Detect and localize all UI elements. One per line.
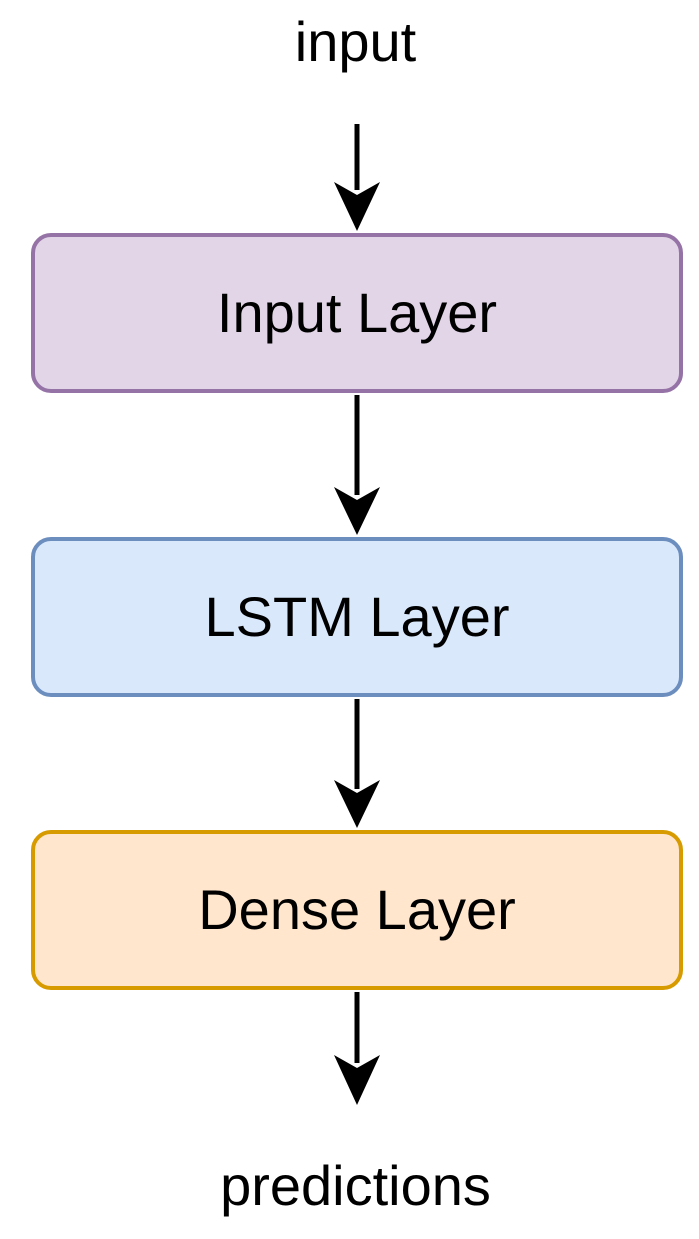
predictions-label: predictions [220, 1154, 491, 1217]
dense-layer-box: Dense Layer [31, 830, 683, 990]
input-label: input [294, 10, 417, 73]
lstm-layer-box: LSTM Layer [31, 537, 683, 697]
input-layer-box: Input Layer [31, 233, 683, 393]
